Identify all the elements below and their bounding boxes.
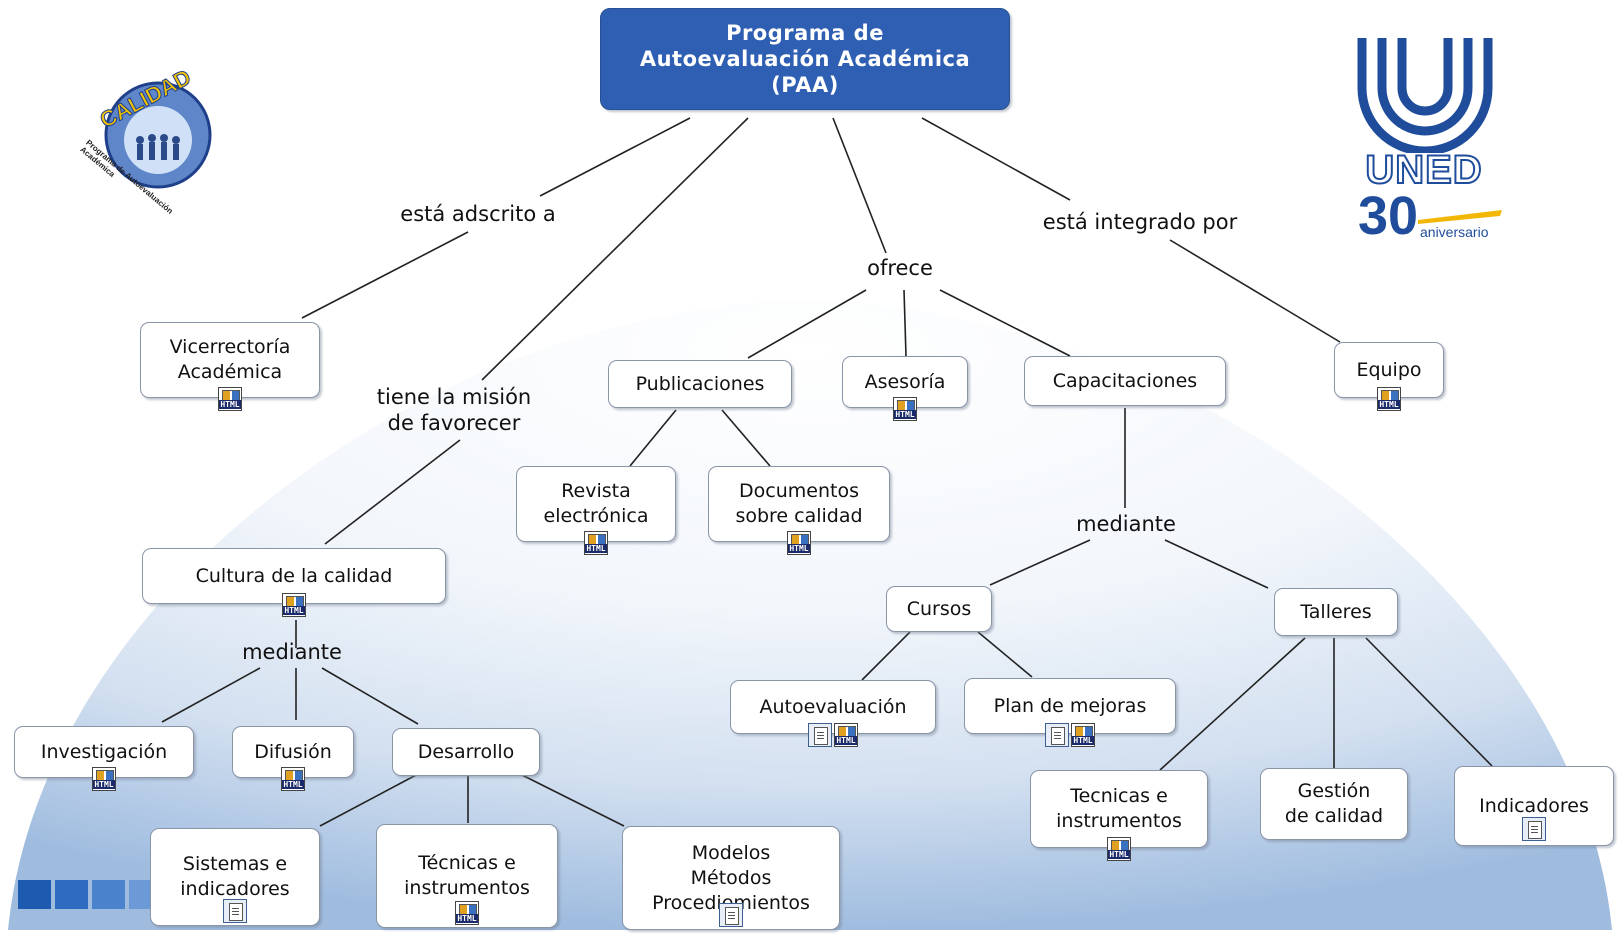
root-concept[interactable]: Programa de Autoevaluación Académica (PA… xyxy=(600,8,1010,110)
concept-label: Modelos Métodos Procediemientos xyxy=(652,841,810,914)
link-mediante-right: mediante xyxy=(1076,512,1176,536)
html-link-icon[interactable]: HTML xyxy=(893,397,917,421)
concept-documentos[interactable]: Documentos sobre calidad HTML xyxy=(708,466,890,555)
document-link-icon[interactable] xyxy=(223,899,247,923)
concept-modelos[interactable]: Modelos Métodos Procediemientos xyxy=(622,826,840,930)
concept-label: Técnicas e instrumentos xyxy=(404,852,530,899)
html-link-icon[interactable]: HTML xyxy=(455,901,479,925)
concept-cursos[interactable]: Cursos xyxy=(886,586,992,632)
concept-equipo[interactable]: Equipo HTML xyxy=(1334,342,1444,411)
concept-difusion[interactable]: Difusión HTML xyxy=(232,726,354,791)
concept-asesoria[interactable]: Asesoría HTML xyxy=(842,356,968,421)
root-title: Programa de Autoevaluación Académica (PA… xyxy=(639,21,971,97)
html-link-icon[interactable]: HTML xyxy=(282,593,306,617)
concept-label: Vicerrectoría Académica xyxy=(169,336,291,383)
concept-label: Investigación xyxy=(40,740,168,763)
html-link-icon[interactable]: HTML xyxy=(787,531,811,555)
concept-investigacion[interactable]: Investigación HTML xyxy=(14,726,194,791)
concept-plan[interactable]: Plan de mejoras HTML xyxy=(964,678,1176,747)
html-link-icon[interactable]: HTML xyxy=(834,723,858,747)
concept-label: Tecnicas e instrumentos xyxy=(1056,785,1182,832)
html-link-icon[interactable]: HTML xyxy=(218,387,242,411)
concept-publicaciones[interactable]: Publicaciones xyxy=(608,360,792,408)
concept-label: Indicadores xyxy=(1479,794,1589,817)
link-ofrece: ofrece xyxy=(867,256,933,280)
concept-label: Talleres xyxy=(1300,600,1372,623)
concept-label: Publicaciones xyxy=(635,372,765,395)
calidad-logo: CALIDAD Programa de Autoevaluación Acadé… xyxy=(78,64,228,216)
html-link-icon[interactable]: HTML xyxy=(281,767,305,791)
concept-talleres[interactable]: Talleres xyxy=(1274,588,1398,636)
document-link-icon[interactable] xyxy=(1045,723,1069,747)
concept-label: Autoevaluación xyxy=(759,695,907,718)
concept-desarrollo[interactable]: Desarrollo xyxy=(392,728,540,776)
uned-logo: UNED 30 aniversario xyxy=(1350,28,1502,248)
html-link-icon[interactable]: HTML xyxy=(584,531,608,555)
concept-tecnicas-left[interactable]: Técnicas e instrumentos HTML xyxy=(376,824,558,928)
concept-capacitaciones[interactable]: Capacitaciones xyxy=(1024,356,1226,406)
html-link-icon[interactable]: HTML xyxy=(1377,387,1401,411)
concept-vicerrectoria[interactable]: Vicerrectoría Académica HTML xyxy=(140,322,320,411)
concept-revista[interactable]: Revista electrónica HTML xyxy=(516,466,676,555)
uned-logo-subtitle: aniversario xyxy=(1420,224,1489,240)
concept-autoevaluacion[interactable]: Autoevaluación HTML xyxy=(730,680,936,747)
document-link-icon[interactable] xyxy=(719,903,743,927)
concept-label: Documentos sobre calidad xyxy=(735,480,863,527)
link-integrado: está integrado por xyxy=(1042,210,1238,234)
link-mision: tiene la misión de favorecer xyxy=(376,385,532,435)
document-link-icon[interactable] xyxy=(808,723,832,747)
concept-label: Capacitaciones xyxy=(1052,369,1198,392)
html-link-icon[interactable]: HTML xyxy=(1071,723,1095,747)
concept-label: Cursos xyxy=(906,597,972,620)
link-mediante-left: mediante xyxy=(242,640,342,664)
concept-label: Gestión de calidad xyxy=(1284,780,1384,827)
concept-label: Difusión xyxy=(254,740,332,763)
uned-logo-number: 30 xyxy=(1358,186,1419,246)
concept-tecnicas-right[interactable]: Tecnicas e instrumentos HTML xyxy=(1030,770,1208,861)
concept-label: Sistemas e indicadores xyxy=(180,853,290,900)
html-link-icon[interactable]: HTML xyxy=(1107,837,1131,861)
connector-lines xyxy=(161,117,1493,827)
concept-label: Asesoría xyxy=(864,370,946,393)
concept-indicadores[interactable]: Indicadores xyxy=(1454,766,1614,846)
concept-label: Plan de mejoras xyxy=(993,694,1147,717)
concept-label: Cultura de la calidad xyxy=(195,564,393,587)
document-link-icon[interactable] xyxy=(1522,817,1546,841)
concept-cultura[interactable]: Cultura de la calidad HTML xyxy=(142,548,446,617)
concept-label: Desarrollo xyxy=(417,740,515,763)
concept-label: Equipo xyxy=(1356,358,1422,381)
concept-label: Revista electrónica xyxy=(543,480,649,527)
concept-gestion[interactable]: Gestión de calidad xyxy=(1260,768,1408,840)
html-link-icon[interactable]: HTML xyxy=(92,767,116,791)
link-adscrito: está adscrito a xyxy=(400,202,556,226)
concept-sistemas[interactable]: Sistemas e indicadores xyxy=(150,828,320,926)
uned-logo-name: UNED xyxy=(1364,147,1483,193)
